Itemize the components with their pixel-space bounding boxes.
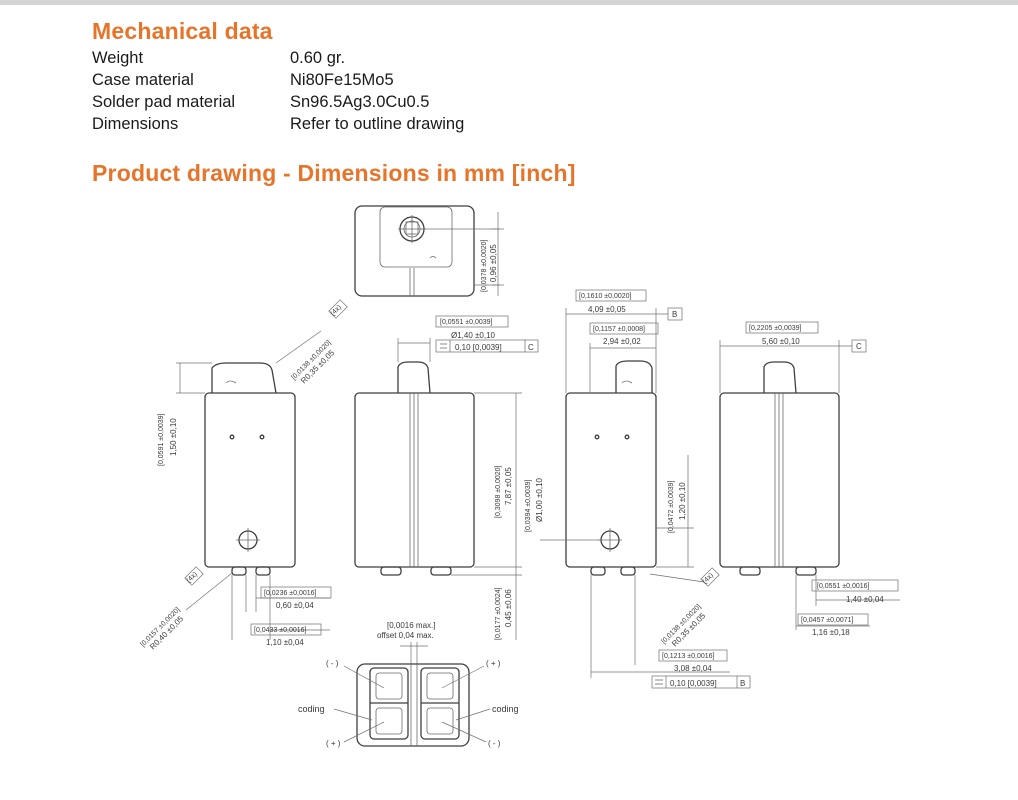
spec-value: Refer to outline drawing	[290, 115, 465, 133]
dim-h045-mm: 0,45 ±0,06	[504, 589, 513, 627]
label-minus-left: ( - )	[326, 659, 339, 668]
dim-d140-mm: Ø1,40 ±0,10	[451, 331, 496, 340]
dim-hole-mm: Ø1,00 ±0,10	[535, 477, 544, 522]
dim-offset-inch: [0,0016 max.]	[387, 621, 435, 630]
spec-label: Weight	[92, 49, 144, 67]
back-view: [0,2205 ±0,0039] 5,60 ±0,10 C [0,0551 ±0…	[719, 321, 900, 637]
dim-r040-count: (4x)	[185, 571, 198, 584]
dim-w560-ref: C	[856, 342, 862, 351]
dim-w308-tolerance: 0,10 [0,0039]	[670, 679, 717, 688]
dim-d140-ref: C	[528, 343, 534, 352]
dim-p060-inch: [0,0236 ±0,0016]	[264, 590, 317, 597]
dim-h045-inch: [0,0177 ±0,0024]	[495, 587, 502, 640]
product-drawing-heading: Product drawing - Dimensions in mm [inch…	[92, 160, 576, 186]
front-view: [0,0551 ±0,0039] Ø1,40 ±0,10 0,10 [0,003…	[354, 315, 544, 640]
dim-h787-mm: 7,87 ±0,05	[504, 467, 513, 505]
dim-w409-ref: B	[672, 310, 677, 319]
mechanical-data-table: Weight 0.60 gr. Case material Ni80Fe15Mo…	[92, 47, 464, 135]
spec-label: Dimensions	[92, 115, 179, 133]
dim-w409-inch: [0,1610 ±0,0020]	[579, 293, 632, 300]
dim-w560-inch: [0,2205 ±0,0039]	[749, 325, 802, 332]
dim-w116-inch: [0,0457 ±0,0071]	[801, 617, 854, 624]
dim-offset-mm: offset 0,04 max.	[377, 631, 434, 640]
spec-row-dimensions: Dimensions Refer to outline drawing	[92, 113, 464, 135]
label-plus-right: ( + )	[486, 659, 501, 668]
dim-h787-inch: [0,3098 ±0,0020]	[495, 465, 502, 518]
dim-h120-inch: [0,0472 ±0,0039]	[668, 480, 675, 533]
spec-row-solder-pad: Solder pad material Sn96.5Ag3.0Cu0.5	[92, 91, 464, 113]
dim-h150-inch: [0,0591 ±0,0039]	[158, 413, 165, 466]
dim-p060-mm: 0,60 ±0,04	[276, 601, 314, 610]
spec-value: Sn96.5Ag3.0Cu0.5	[290, 93, 430, 111]
dim-r035b-count: (4x)	[701, 572, 714, 585]
label-minus-right: ( - )	[488, 739, 501, 748]
spec-value: 0.60 gr.	[290, 49, 346, 67]
dim-d140-tolerance: 0,10 [0,0039]	[455, 343, 502, 352]
side-view-right: [0,1610 ±0,0020] 4,09 ±0,05 B [0,1157 ±0…	[540, 289, 751, 689]
label-coding-left: coding	[298, 704, 325, 714]
page-top-border	[0, 0, 1018, 5]
dim-w140-mm: 1,40 ±0,04	[846, 595, 884, 604]
dim-w409-mm: 4,09 ±0,05	[588, 305, 626, 314]
dim-top-height-inch: [0,0378 ±0,0020]	[481, 239, 488, 292]
dim-p110-inch: [0,0433 ±0,0016]	[254, 627, 307, 634]
dim-w116-mm: 1,16 ±0,18	[812, 628, 850, 637]
spec-label: Solder pad material	[92, 93, 236, 111]
dim-hole-inch: [0,0394 ±0,0039]	[525, 479, 532, 532]
dim-p110-mm: 1,10 ±0,04	[266, 638, 304, 647]
dim-w294-mm: 2,94 ±0,02	[603, 337, 641, 346]
dim-w560-mm: 5,60 ±0,10	[762, 337, 800, 346]
dim-w308-mm: 3,08 ±0,04	[674, 664, 712, 673]
top-view: [0,0378 ±0,0020] 0,96 ±0,05	[354, 205, 504, 297]
dim-w308-inch: [0,1213 ±0,0016]	[662, 653, 715, 660]
spec-row-case-material: Case material Ni80Fe15Mo5	[92, 69, 464, 91]
spec-value: Ni80Fe15Mo5	[290, 71, 394, 89]
dim-h120-mm: 1,20 ±0,10	[678, 482, 687, 520]
bottom-view: [0,0016 max.] offset 0,04 max. ( - ) ( +…	[298, 621, 519, 748]
dim-w308-ref: B	[740, 679, 745, 688]
dim-h150-mm: 1,50 ±0,10	[169, 418, 178, 456]
spec-label: Case material	[92, 71, 194, 89]
dim-w294-inch: [0,1157 ±0,0008]	[593, 326, 645, 333]
dim-top-height-mm: 0,96 ±0,05	[489, 244, 498, 282]
label-coding-right: coding	[492, 704, 519, 714]
side-view-left: [0,0138 ±0,0020] R0,35 ±0,05 (4x) [0,059…	[139, 299, 348, 651]
label-plus-left: ( + )	[326, 739, 341, 748]
dim-d140-inch: [0,0551 ±0,0039]	[440, 319, 493, 326]
dim-w140-inch: [0,0551 ±0,0016]	[817, 583, 870, 590]
dim-r035-count: (4x)	[329, 304, 342, 317]
spec-row-weight: Weight 0.60 gr.	[92, 47, 464, 69]
mechanical-data-heading: Mechanical data	[92, 18, 273, 44]
